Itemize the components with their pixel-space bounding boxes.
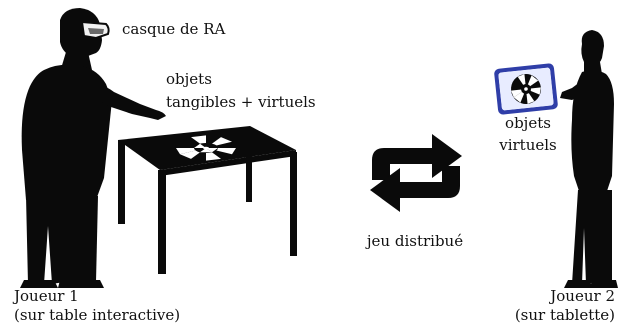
two-arrows-cycle-icon [370, 134, 462, 212]
player-1-name: Joueur 1 [14, 287, 79, 305]
tangible-objects-label-line2: tangibles + virtuels [166, 93, 316, 111]
ar-headset-icon [80, 20, 110, 40]
player-1-silhouette [20, 8, 166, 288]
virtual-objects-label-line1: objets [505, 114, 551, 132]
player-1-description: (sur table interactive) [14, 306, 181, 324]
player-2-description: (sur tablette) [514, 306, 615, 324]
table-target-pattern [176, 135, 236, 161]
virtual-objects-label-line2: virtuels [499, 136, 557, 154]
distributed-game-label: jeu distribué [366, 232, 464, 250]
player-2-silhouette [560, 30, 618, 288]
headset-label: casque de RA [122, 20, 226, 38]
tablet-icon [494, 63, 558, 115]
player-2-name: Joueur 2 [550, 287, 615, 305]
tangible-objects-label-line1: objets [166, 70, 212, 88]
